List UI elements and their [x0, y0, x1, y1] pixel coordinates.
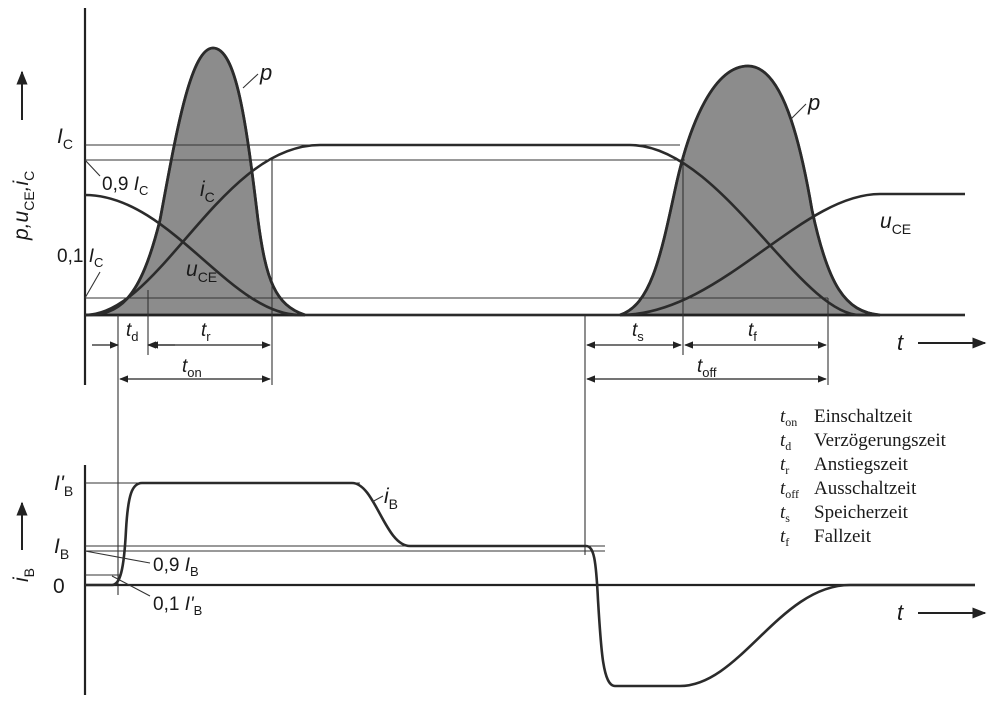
curve-p-outline-1 [84, 46, 306, 317]
leader-01 [84, 271, 101, 299]
curve-p-outline-2 [619, 64, 881, 317]
label-curve-ib: iB [384, 485, 398, 512]
label-curve-p2: p [807, 90, 820, 115]
leader-09 [84, 159, 101, 177]
label-01ib-level: 0,1 I'B [153, 594, 202, 618]
dim-label-tr: tr [201, 320, 211, 344]
label-curve-ic: iC [200, 178, 215, 205]
leader-09ib [84, 550, 151, 564]
top-x-label: t [897, 330, 904, 355]
bottom-y-label: iB [10, 568, 37, 582]
label-zero-level: 0 [53, 575, 65, 598]
bottom-x-label: t [897, 600, 904, 625]
leader-ib-curve [371, 495, 384, 503]
label-ic-level: IC [57, 125, 73, 152]
top-diagram: p,uCE,iC t IC 0,9 IC 0,1 IC p p iC uCE u… [10, 8, 987, 595]
label-01ic-level: 0,1 IC [57, 246, 103, 270]
curve-ib [85, 481, 975, 688]
dim-label-td: td [126, 320, 139, 344]
label-09ic-level: 0,9 IC [102, 174, 148, 198]
power-pulse-turn-off [619, 64, 881, 317]
label-curve-uce2: uCE [880, 210, 911, 237]
curve-ic [84, 143, 965, 317]
dim-label-toff: toff [697, 356, 717, 380]
top-y-label: p,uCE,iC [10, 171, 37, 241]
label-curve-uce1: uCE [186, 258, 217, 285]
dim-label-tf: tf [748, 320, 757, 344]
label-ib-level: IB [54, 535, 69, 562]
dim-label-ts: ts [632, 320, 644, 344]
label-09ib-level: 0,9 IB [153, 555, 199, 579]
leader-01ib [111, 575, 151, 597]
dim-label-ton: ton [182, 356, 202, 380]
leader-p1 [242, 73, 259, 89]
bottom-diagram: iB t I'B IB 0 0,9 IB 0,1 I'B iB [10, 465, 987, 695]
leader-p2 [789, 103, 807, 121]
label-ibp-level: I'B [54, 472, 73, 499]
label-curve-p1: p [259, 60, 272, 85]
